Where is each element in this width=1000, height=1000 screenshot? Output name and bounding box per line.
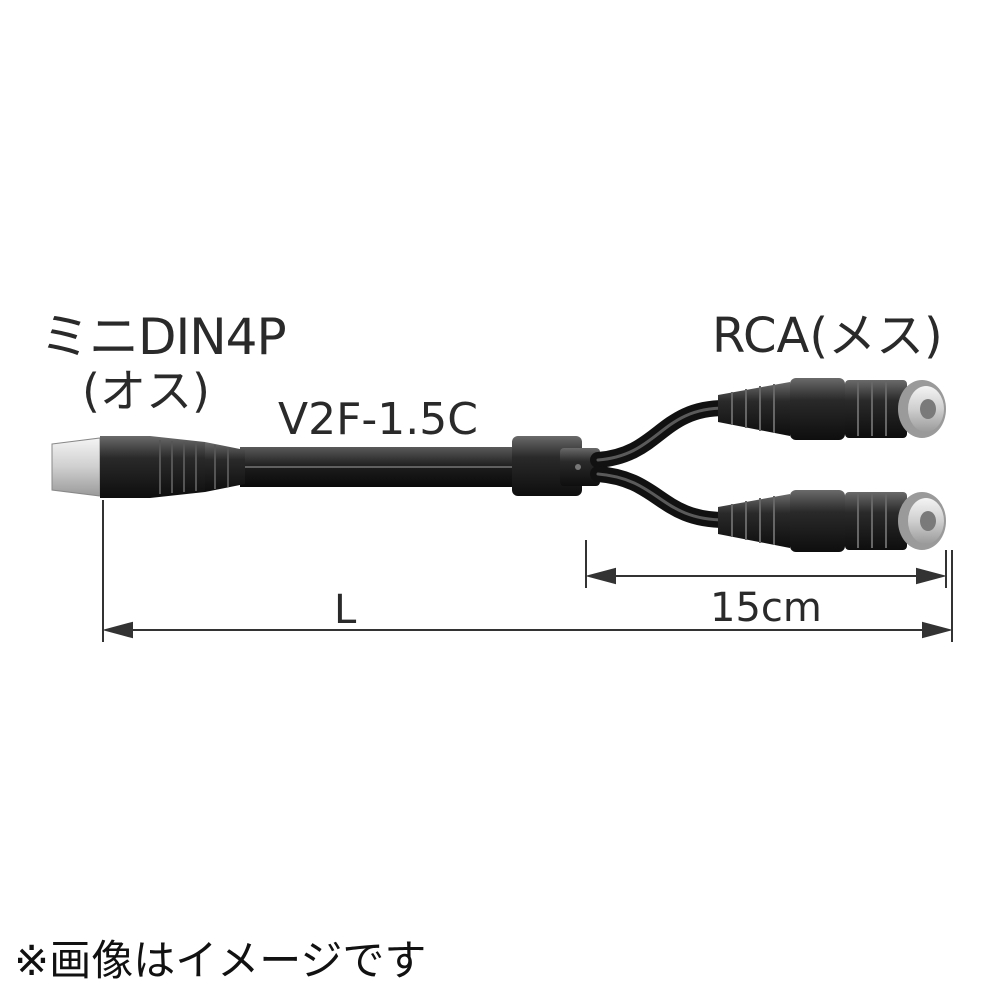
left-connector-label: ミニDIN4P — [40, 308, 287, 366]
splitter-body — [512, 436, 600, 496]
mini-din-plug — [51, 436, 245, 498]
image-disclaimer-note: ※画像はイメージです — [14, 936, 427, 985]
cable-type-label: V2F-1.5C — [278, 394, 478, 445]
main-cable — [240, 447, 530, 487]
left-connector-gender-label: (オス) — [82, 364, 210, 418]
branch-cables — [590, 400, 733, 528]
dimension-lines — [102, 500, 953, 642]
branch-length-label: 15cm — [710, 585, 822, 631]
rca-connector-bottom — [718, 490, 946, 552]
total-length-label: L — [334, 587, 357, 633]
right-connector-label: RCA(メス) — [712, 308, 943, 364]
rca-connector-top — [718, 378, 946, 440]
